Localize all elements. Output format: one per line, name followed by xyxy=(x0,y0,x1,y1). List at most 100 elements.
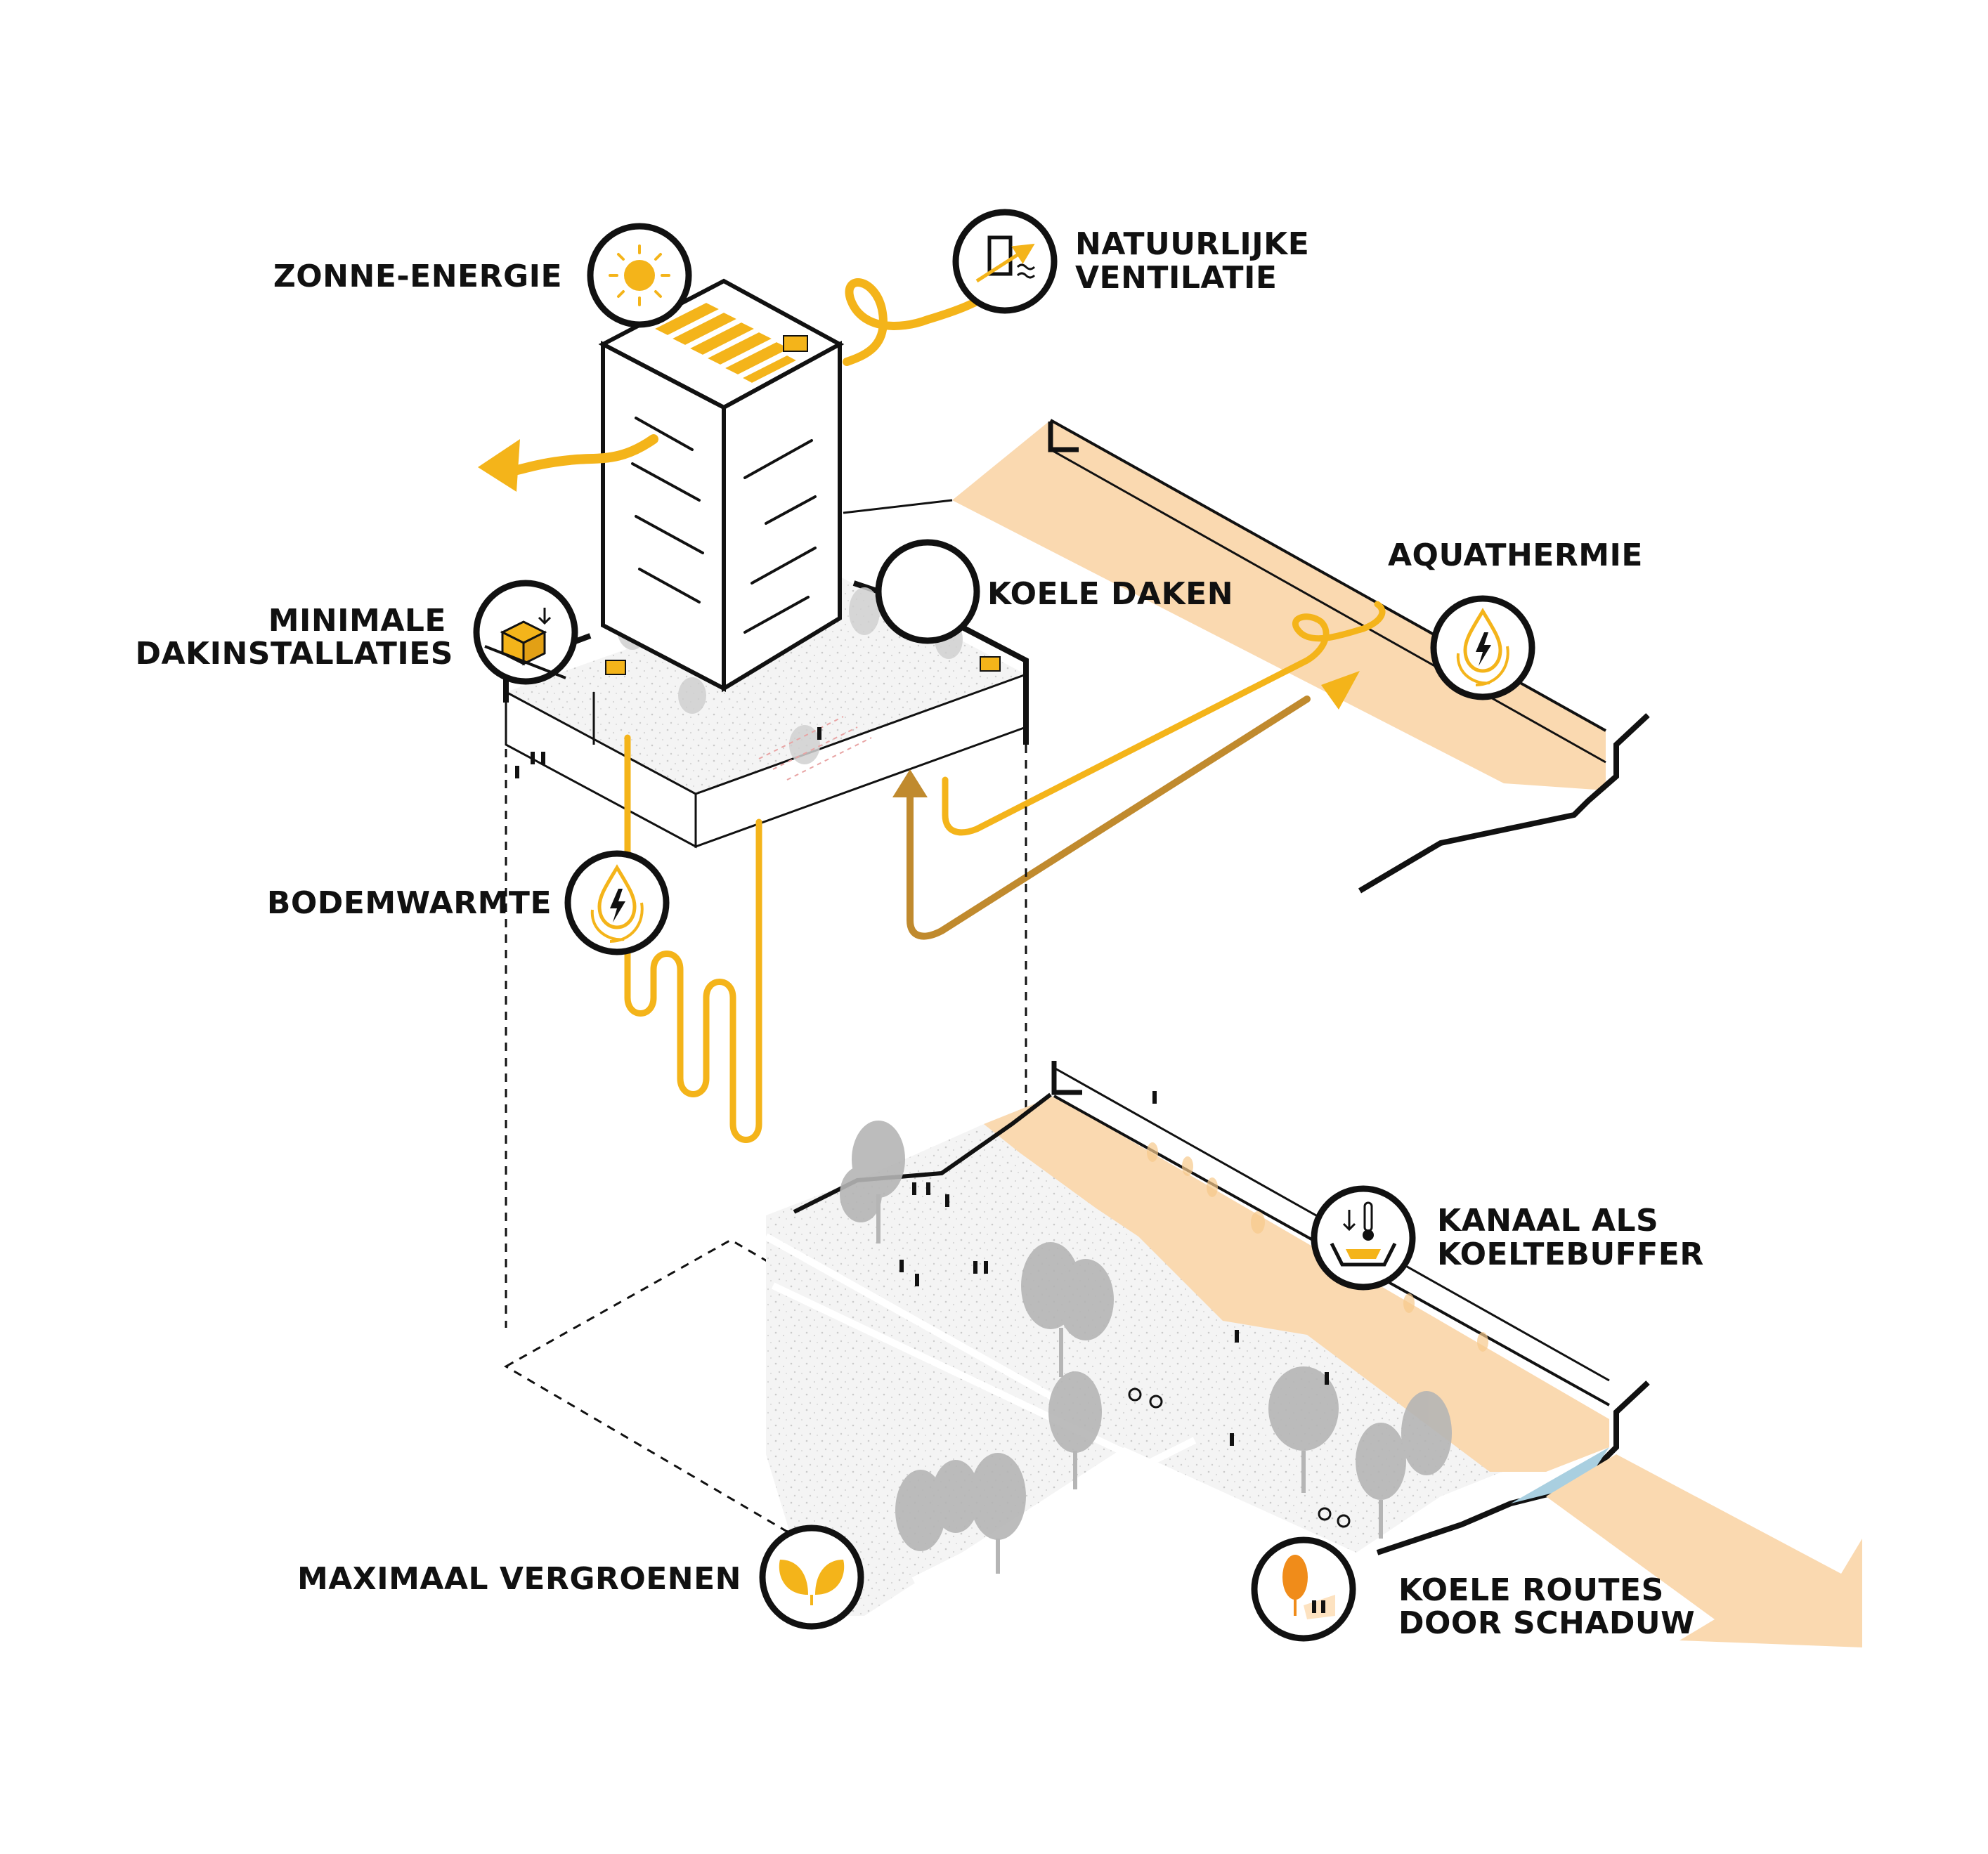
reflection xyxy=(1182,1156,1193,1176)
tree xyxy=(1058,1259,1114,1340)
airflow-arrow xyxy=(975,243,1035,283)
solar-panel xyxy=(669,311,740,347)
people xyxy=(515,727,1329,1446)
ventilation-loop xyxy=(843,278,992,366)
cycle-arrows xyxy=(590,902,644,943)
sun-ray xyxy=(654,253,662,261)
soil-heat-energy-icon xyxy=(564,850,670,955)
sun-ray xyxy=(654,290,662,298)
down-arrow xyxy=(1342,1210,1356,1232)
roof-unit xyxy=(605,660,626,675)
cool-roof-icon xyxy=(875,539,980,644)
person xyxy=(973,1261,977,1274)
leaf-right xyxy=(815,1560,845,1595)
label-zonne-energie: ZONNE-ENERGIE xyxy=(273,259,562,294)
reflection xyxy=(1477,1332,1488,1352)
bodemwarmte-pipes xyxy=(624,734,762,1143)
canal-water xyxy=(1346,1249,1381,1259)
projection-footprint xyxy=(503,1239,1029,1533)
aquathermie-pipes xyxy=(892,601,1386,940)
reflection xyxy=(1147,1142,1158,1162)
lightning-bolt xyxy=(1476,632,1491,666)
label-koele-routes: KOELE ROUTES xyxy=(1398,1572,1664,1608)
aquathermie-supply-pipe xyxy=(942,601,1386,836)
person xyxy=(1321,1600,1325,1613)
solar-panel xyxy=(704,330,775,367)
exhaust-arrowhead xyxy=(478,439,520,492)
person xyxy=(899,1260,904,1272)
sun-ray xyxy=(617,290,625,298)
track-line xyxy=(758,716,844,759)
label-dakinstallaties: DAKINSTALLATIES xyxy=(135,636,453,672)
person xyxy=(1325,1372,1329,1385)
water-drop xyxy=(597,864,637,929)
facade-lines xyxy=(631,417,817,634)
upper-canal-quay-right xyxy=(1358,713,1650,894)
shade-tree-icon xyxy=(1251,1536,1356,1642)
label-minimale: MINIMALE xyxy=(268,603,446,639)
label-koele-daken: KOELE DAKEN xyxy=(987,576,1233,612)
label-maximaal-vergroenen: MAXIMAAL VERGROENEN xyxy=(297,1561,741,1597)
upper-canal-front-edge xyxy=(843,499,953,514)
bike-wheel xyxy=(1318,1507,1332,1521)
facade-line xyxy=(638,568,701,603)
lower-level xyxy=(515,727,1650,1616)
tower-roof-unit xyxy=(783,335,808,352)
podium-tree xyxy=(789,725,820,764)
heat-exhaust-arrow xyxy=(478,434,658,492)
upper-canal-quay xyxy=(1048,422,1079,452)
upper-canal-far-edge xyxy=(1050,448,1606,764)
window-ventilation-icon xyxy=(952,209,1058,314)
canal-flow-arrow xyxy=(1546,1454,1862,1647)
tower xyxy=(598,278,845,693)
upper-canal xyxy=(843,419,1650,894)
label-aquathermie: AQUATHERMIE xyxy=(1388,537,1643,573)
podium-tree xyxy=(849,587,880,635)
down-arrow xyxy=(538,608,552,625)
person xyxy=(1235,1330,1239,1343)
water-energy-icon xyxy=(1430,595,1535,700)
person xyxy=(1230,1433,1234,1446)
label-ventilatie: VENTILATIE xyxy=(1075,260,1277,296)
solar-panel xyxy=(687,320,758,357)
cycle-arrows xyxy=(1456,646,1509,686)
podium-tracks xyxy=(758,716,872,781)
facade-line xyxy=(631,462,701,502)
person xyxy=(1312,1600,1316,1613)
tree xyxy=(932,1460,980,1533)
facade-line xyxy=(765,495,817,525)
bicycles xyxy=(1128,1388,1351,1528)
person xyxy=(515,766,519,778)
solar-panels xyxy=(651,301,800,385)
lower-left-edge xyxy=(793,1092,1052,1214)
upper-canal-water xyxy=(952,420,1606,790)
label-bodemwarmte: BODEMWARMTE xyxy=(267,885,552,921)
bike-wheel xyxy=(1149,1395,1163,1409)
track-line xyxy=(786,737,872,781)
road-line xyxy=(764,1233,1056,1402)
roof-units xyxy=(605,656,1001,675)
icon-ring xyxy=(1311,1185,1416,1291)
facade-line xyxy=(743,439,813,479)
lightning-bolt xyxy=(610,889,625,922)
reflection xyxy=(1207,1177,1218,1197)
exhaust-flow xyxy=(501,434,658,477)
reflection xyxy=(1403,1293,1415,1313)
roof-baseline xyxy=(484,645,566,679)
leaf-left xyxy=(779,1560,808,1595)
lower-canal-water xyxy=(984,1096,1609,1472)
tree xyxy=(1048,1371,1102,1453)
tree xyxy=(970,1453,1026,1540)
window-frame xyxy=(987,235,1013,276)
road-line xyxy=(911,1437,1197,1584)
label-kanaal-als: KANAAL ALS xyxy=(1437,1203,1658,1239)
sun-icon xyxy=(587,223,692,328)
lower-water-blue xyxy=(1511,1447,1609,1503)
person xyxy=(1152,1091,1157,1104)
person xyxy=(926,1182,930,1195)
air-waves xyxy=(1016,263,1036,279)
shade xyxy=(1304,1595,1335,1619)
water-reflections xyxy=(1147,1142,1488,1352)
sun-rays xyxy=(609,244,670,306)
